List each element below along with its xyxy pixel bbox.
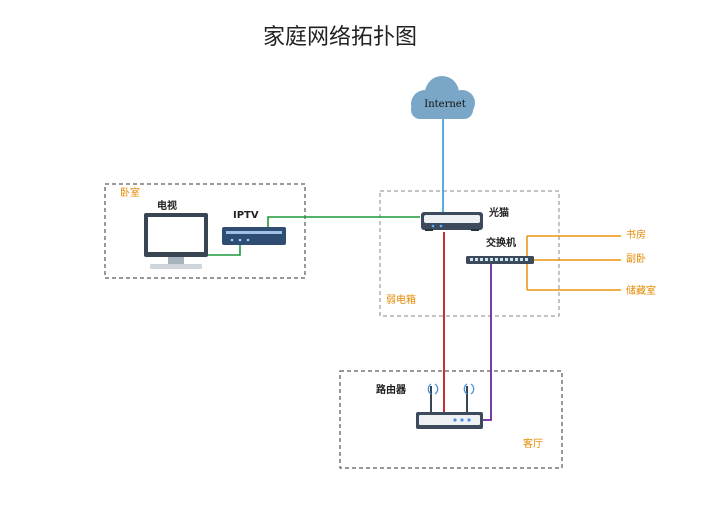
panel-zone-label: 弱电箱 [386, 293, 416, 306]
modem-icon [421, 212, 483, 231]
living-zone [339, 370, 563, 469]
cloud-icon [411, 76, 475, 119]
tv-label: 电视 [157, 199, 177, 212]
diagram-title: 家庭网络拓扑图 [263, 25, 417, 50]
switch-router-link [483, 264, 492, 421]
iptv-tv-link [205, 245, 241, 256]
room-study-label: 书房 [626, 228, 646, 241]
panel-zone [379, 190, 560, 317]
router-label: 路由器 [376, 383, 407, 396]
bedroom-zone-label: 卧室 [120, 186, 140, 199]
modem-iptv-link [267, 216, 420, 233]
internet-label: Internet [424, 99, 465, 110]
iptv-label: IPTV [233, 210, 259, 221]
modem-label: 光猫 [488, 206, 509, 219]
room-storage-label: 储藏室 [626, 284, 656, 297]
router-icon [416, 383, 483, 429]
bedroom-zone [104, 183, 306, 279]
living-zone-label: 客厅 [523, 437, 543, 450]
iptv-box-icon [222, 227, 286, 245]
switch-icon [466, 256, 534, 264]
switch-label: 交换机 [486, 236, 516, 249]
tv-icon [144, 213, 208, 269]
room-second-bedroom-label: 副卧 [626, 252, 646, 265]
switch-room-links [526, 235, 621, 291]
